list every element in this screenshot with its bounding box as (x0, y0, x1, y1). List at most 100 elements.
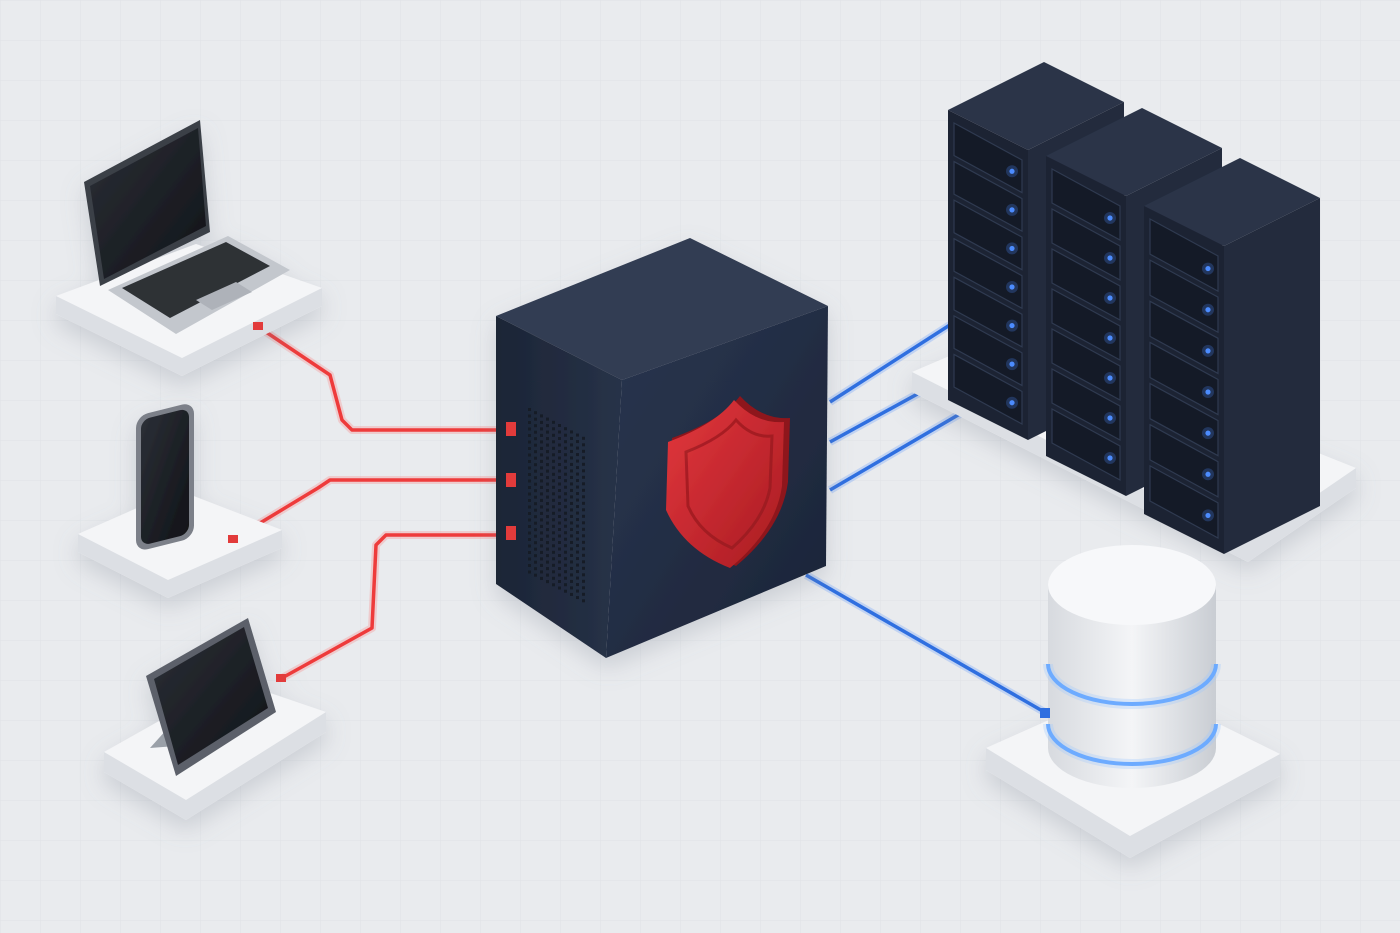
hub-left-face (496, 316, 622, 658)
cable-phone-hub-line (231, 478, 512, 542)
vent-hole (552, 531, 555, 535)
hub-ports (506, 422, 516, 540)
vent-hole (564, 563, 567, 567)
vent-hole (534, 476, 537, 480)
vent-hole (528, 512, 531, 515)
vent-hole (564, 492, 567, 496)
vent-hole (540, 472, 543, 476)
vent-hole (552, 492, 555, 496)
vent-hole (552, 466, 555, 470)
hub-port-3 (506, 526, 516, 540)
firewall-hub (496, 238, 828, 658)
status-led (1009, 322, 1015, 329)
vent-hole (570, 573, 573, 577)
status-led (1107, 335, 1113, 341)
vent-hole (576, 492, 579, 496)
vent-hole (582, 566, 585, 570)
vent-hole (564, 576, 567, 580)
vent-hole (564, 544, 567, 548)
drive-bay (953, 314, 1023, 387)
vent-hole (528, 427, 531, 431)
vent-hole (570, 586, 573, 590)
vent-hole (570, 514, 573, 518)
vent-hole (564, 583, 567, 587)
vent-hole (546, 521, 549, 525)
vent-hole (582, 586, 585, 590)
drive-bay (953, 199, 1023, 271)
vent-hole (552, 472, 555, 476)
hub-port-2 (506, 473, 516, 487)
vent-hole (528, 557, 531, 561)
vent-hole (540, 446, 543, 450)
vent-hole (534, 437, 537, 441)
vent-hole (534, 508, 537, 512)
vent-hole (576, 518, 579, 522)
vent-hole (558, 424, 561, 427)
database-icon (1043, 545, 1221, 788)
vent-hole (564, 498, 567, 502)
status-led (1205, 348, 1211, 354)
vent-hole (534, 528, 537, 532)
vent-hole (558, 430, 561, 434)
vent-hole (552, 420, 555, 424)
vent-hole (546, 495, 549, 499)
status-led (1205, 512, 1211, 519)
vent-hole (552, 446, 555, 450)
vent-hole (540, 485, 543, 489)
vent-hole (576, 498, 579, 502)
vent-hole (534, 573, 537, 577)
drive-bay (1051, 247, 1121, 322)
vent-hole (558, 547, 561, 551)
vent-hole (570, 482, 573, 486)
vent-hole (564, 550, 567, 554)
hub-top-face (496, 238, 828, 380)
vent-hole (558, 476, 561, 479)
vent-hole (552, 550, 555, 554)
status-led (1009, 207, 1015, 213)
vent-hole (534, 502, 537, 506)
vent-hole (558, 469, 561, 473)
vent-hole (576, 446, 579, 450)
vent-hole (534, 424, 537, 428)
vent-hole (570, 560, 573, 564)
vent-hole (552, 440, 555, 444)
vent-hole (528, 492, 531, 496)
vent-hole (558, 437, 561, 440)
vent-hole (570, 456, 573, 460)
vent-hole (576, 550, 579, 554)
vent-hole (582, 495, 585, 499)
drive-bay (953, 121, 1023, 194)
vent-hole (534, 541, 537, 545)
vent-hole (534, 567, 537, 571)
vent-hole (582, 482, 585, 486)
vent-hole (576, 459, 579, 463)
vent-hole (582, 527, 585, 531)
vent-hole (552, 544, 555, 548)
vent-hole (534, 534, 537, 538)
vent-hole (576, 589, 579, 593)
hub-port-1 (506, 422, 516, 436)
vent-hole (546, 508, 549, 512)
vent-hole (564, 589, 567, 593)
vent-hole (558, 502, 561, 505)
vent-hole (540, 433, 543, 437)
vent-hole (564, 531, 567, 535)
vent-hole (552, 453, 555, 457)
vent-hole (546, 456, 549, 460)
vent-hole (528, 538, 531, 541)
vent-hole (552, 570, 555, 574)
vent-hole (528, 564, 531, 567)
vent-hole (576, 570, 579, 574)
drive-bay (953, 160, 1023, 233)
vent-hole (570, 592, 573, 596)
vent-hole (540, 414, 543, 418)
drive-bay (1149, 382, 1219, 457)
vent-hole (582, 560, 585, 564)
vent-hole (552, 518, 555, 522)
vent-hole (552, 583, 555, 587)
status-led (1205, 307, 1211, 313)
vent-hole (546, 430, 549, 434)
vent-hole (558, 463, 561, 466)
vent-hole (540, 531, 543, 535)
